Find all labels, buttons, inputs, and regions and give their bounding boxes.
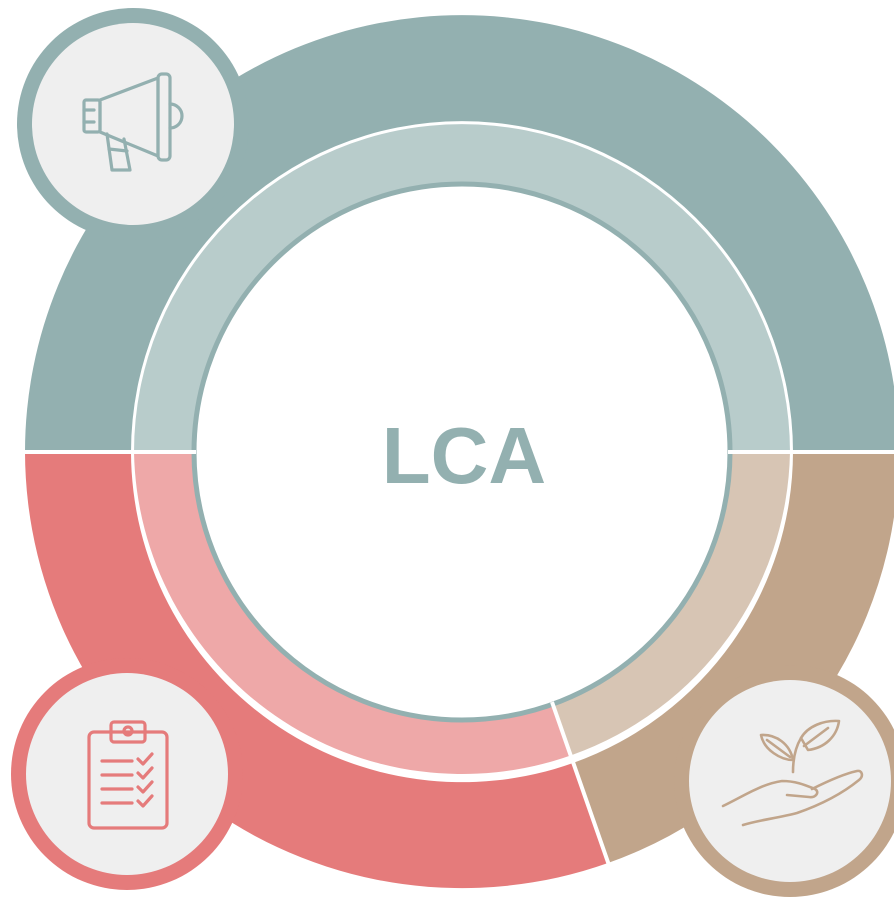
badge-fill [32,23,234,225]
tan-segment-outer [573,452,894,863]
hand-plant-icon [721,719,864,827]
center-label: LCA [382,411,546,500]
tan-segment-inner [552,452,790,755]
badge-megaphone [17,8,249,240]
clipboard-checklist-icon [87,720,169,830]
badge-clipboard [11,658,243,890]
badge-hand-plant [674,665,894,897]
center-circle [194,184,730,720]
red-segment-inner [134,452,572,775]
separator-bottom [550,701,612,869]
megaphone-icon [82,72,184,172]
teal-segment-inner [134,124,790,453]
